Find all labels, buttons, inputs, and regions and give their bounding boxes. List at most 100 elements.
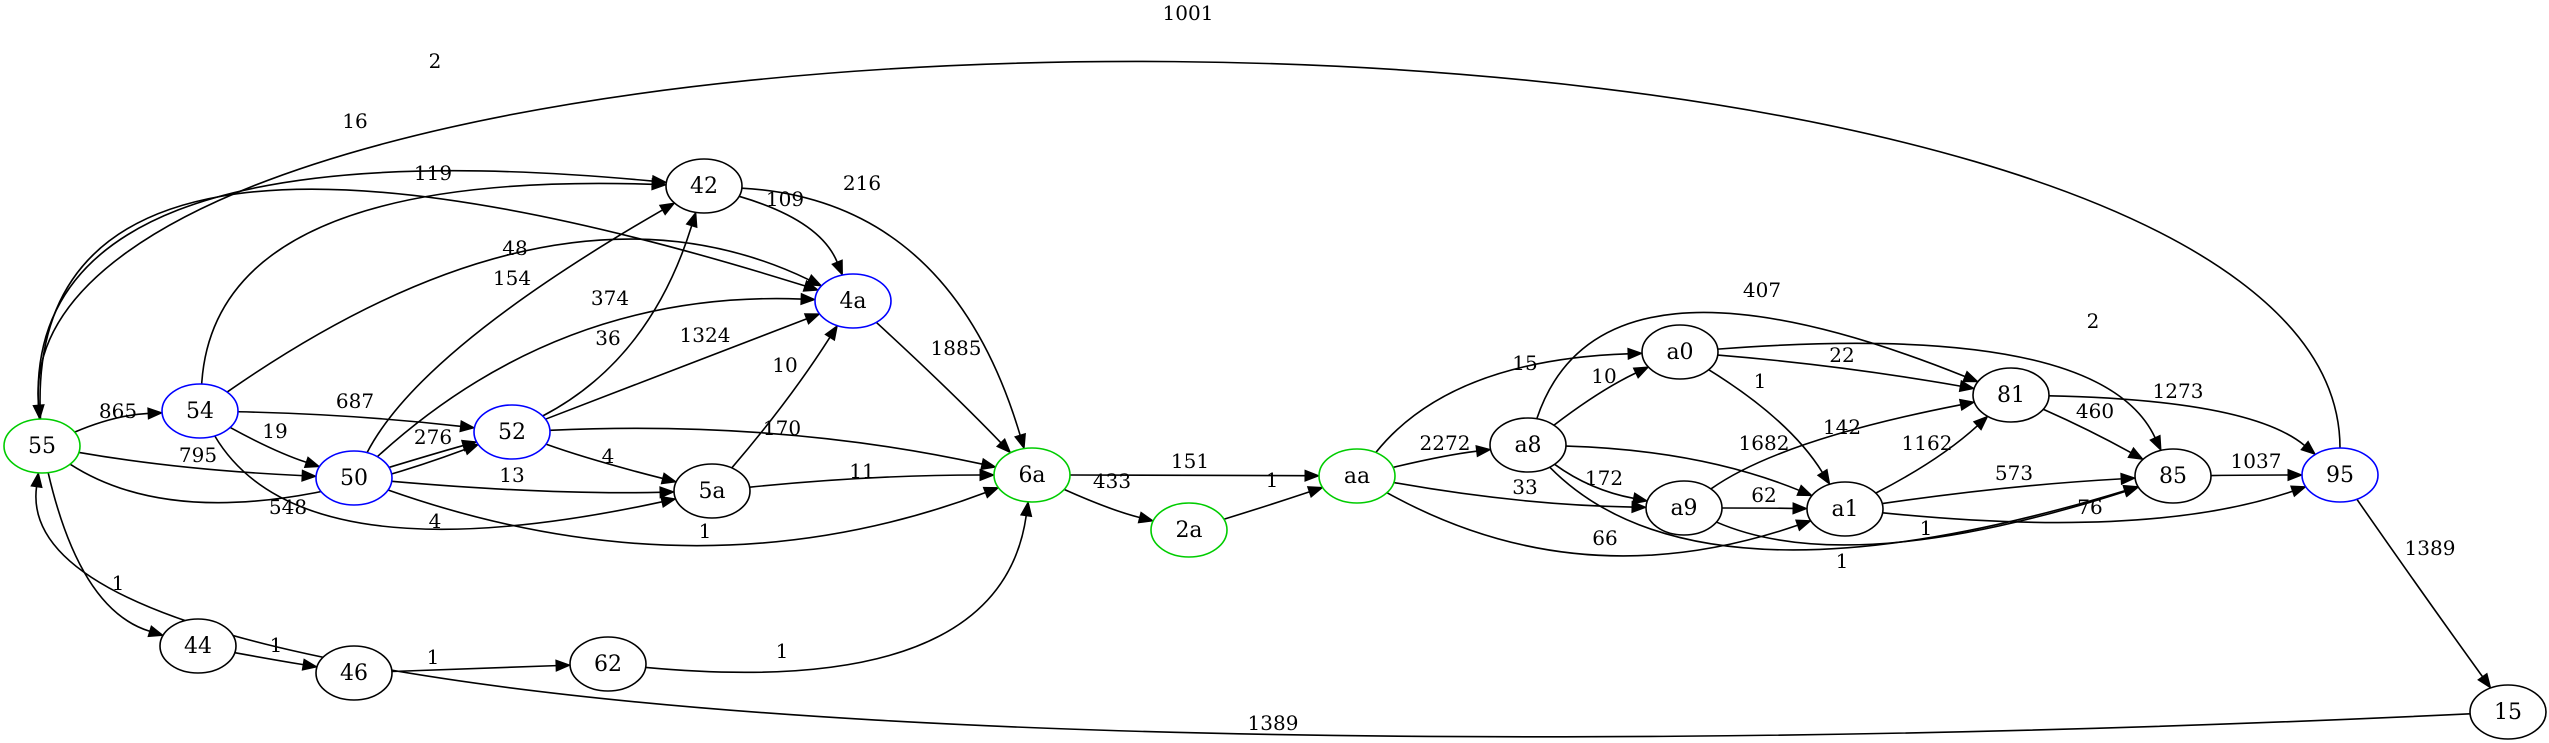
edge-50-to-42: 154 bbox=[366, 202, 676, 454]
arrowhead bbox=[1137, 511, 1155, 524]
edge-55-to-44: 1 bbox=[47, 472, 165, 638]
edge-15-to-55: 1389 bbox=[30, 471, 2471, 738]
node-shape bbox=[569, 636, 647, 692]
arrowhead bbox=[301, 469, 318, 482]
edge-label: 1 bbox=[270, 633, 283, 657]
edge-line bbox=[226, 238, 810, 393]
arrowhead bbox=[459, 420, 476, 433]
edge-aa-to-a8: 2272 bbox=[1392, 431, 1492, 469]
arrowhead bbox=[2477, 672, 2492, 690]
node-a0: a0 bbox=[1641, 324, 1719, 380]
edge-a1-to-81: 1162 bbox=[1875, 415, 1989, 494]
node-shape bbox=[814, 273, 892, 329]
edge-aa-to-a0: 15 bbox=[1375, 347, 1644, 454]
arrowhead bbox=[803, 313, 821, 325]
arrowhead bbox=[1972, 415, 1989, 431]
edge-line bbox=[875, 321, 1002, 444]
arrowhead bbox=[660, 472, 678, 485]
edge-line bbox=[545, 443, 663, 480]
edge-95-to-15: 1389 bbox=[2356, 498, 2492, 690]
edge-a1-to-95: 76 bbox=[1882, 485, 2308, 524]
node-15: 15 bbox=[2469, 684, 2547, 740]
edge-a0-to-81: 22 bbox=[1717, 343, 1976, 393]
edge-54-to-52: 687 bbox=[237, 389, 476, 433]
edge-line bbox=[1375, 353, 1629, 454]
edge-55-to-52: 548 bbox=[69, 443, 480, 519]
edge-label: 1389 bbox=[1248, 711, 1299, 735]
arrowhead bbox=[658, 202, 676, 216]
node-shape bbox=[2469, 684, 2547, 740]
node-52: 52 bbox=[473, 404, 551, 460]
node-shape bbox=[3, 418, 81, 474]
edge-55-to-50: 795 bbox=[78, 443, 318, 482]
arrowhead bbox=[1958, 398, 1976, 412]
edge-line bbox=[1554, 463, 1634, 500]
edge-line bbox=[1063, 488, 1140, 519]
edge-label: 170 bbox=[763, 416, 801, 440]
edge-label: 795 bbox=[179, 443, 217, 467]
edge-a8-to-81: 407 bbox=[1536, 278, 1980, 419]
edge-label: 16 bbox=[342, 109, 367, 133]
edge-label: 2 bbox=[429, 49, 442, 73]
edge-a8-to-a0: 10 bbox=[1553, 364, 1650, 426]
node-label: 81 bbox=[1997, 383, 2025, 408]
edge-line bbox=[542, 225, 693, 417]
edge-label: 407 bbox=[1743, 278, 1781, 302]
node-label: 42 bbox=[690, 174, 718, 199]
node-label: 15 bbox=[2494, 700, 2522, 725]
edge-line bbox=[741, 187, 1021, 436]
arrowhead bbox=[2300, 440, 2317, 456]
edge-line bbox=[391, 664, 557, 673]
edge-label: 2 bbox=[2087, 309, 2100, 333]
arrowhead bbox=[147, 407, 164, 420]
edge-label: 19 bbox=[262, 419, 287, 443]
edge-54-to-50: 19 bbox=[229, 419, 321, 469]
edge-label: 119 bbox=[414, 161, 452, 185]
node-62: 62 bbox=[569, 636, 647, 692]
node-a8: a8 bbox=[1489, 417, 1567, 473]
arrowhead bbox=[2127, 446, 2145, 461]
arrowhead bbox=[1014, 432, 1026, 450]
node-6a: 6a bbox=[993, 447, 1071, 503]
edge-line bbox=[214, 435, 663, 531]
node-label: 54 bbox=[186, 399, 214, 424]
node-shape bbox=[1645, 480, 1723, 536]
edge-label: 15 bbox=[1512, 351, 1537, 375]
edge-line bbox=[1875, 425, 1978, 494]
arrowhead bbox=[2120, 472, 2137, 486]
arrowhead bbox=[831, 259, 843, 277]
node-label: 85 bbox=[2159, 464, 2187, 489]
edge-label: 10 bbox=[772, 353, 797, 377]
edge-label: 66 bbox=[1592, 526, 1617, 550]
edge-label: 1037 bbox=[2231, 449, 2282, 473]
node-42: 42 bbox=[665, 158, 743, 214]
edge-label: 4 bbox=[429, 509, 442, 533]
node-label: 50 bbox=[340, 466, 368, 491]
node-81: 81 bbox=[1972, 367, 2050, 423]
node-shape bbox=[2134, 448, 2212, 504]
edge-label: 1 bbox=[776, 639, 789, 663]
arrowhead bbox=[651, 178, 668, 191]
edge-label: 1 bbox=[112, 571, 125, 595]
node-95: 95 bbox=[2301, 447, 2379, 503]
edge-line bbox=[1069, 474, 1306, 477]
edge-label: 10 bbox=[1591, 364, 1616, 388]
node-shape bbox=[161, 383, 239, 439]
node-label: a8 bbox=[1514, 433, 1541, 458]
edge-label: 865 bbox=[99, 399, 137, 423]
edge-label: 1 bbox=[1266, 468, 1279, 492]
edge-line bbox=[1565, 445, 1800, 492]
node-4a: 4a bbox=[814, 273, 892, 329]
node-label: 55 bbox=[28, 434, 56, 459]
edge-line bbox=[78, 451, 303, 477]
node-44: 44 bbox=[159, 618, 237, 674]
arrowhead bbox=[1019, 500, 1033, 518]
edge-label: 1273 bbox=[2153, 379, 2204, 403]
arrowhead bbox=[2149, 434, 2162, 452]
node-shape bbox=[1806, 481, 1884, 537]
arrowhead bbox=[982, 486, 1000, 499]
edge-46-to-62: 1 bbox=[391, 645, 572, 673]
edge-label: 374 bbox=[591, 286, 629, 310]
